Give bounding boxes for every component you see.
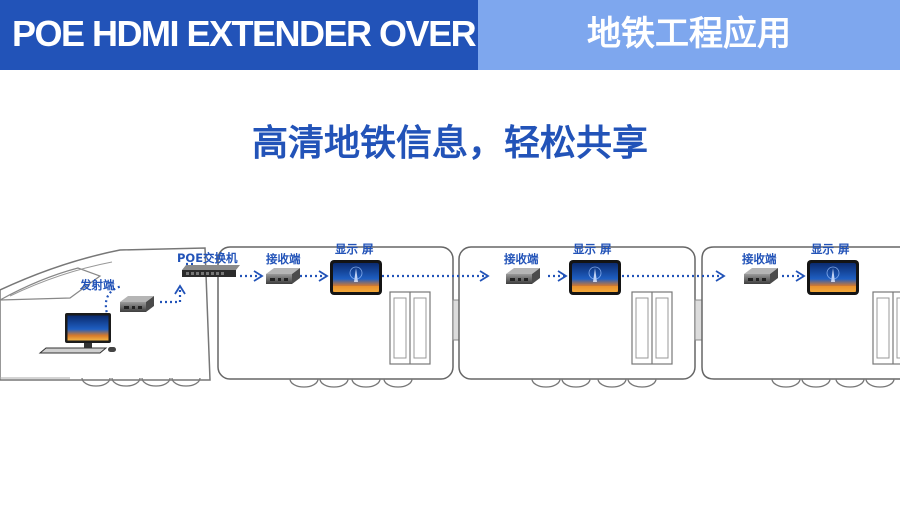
poe-switch-icon xyxy=(182,265,240,277)
signal-arrows xyxy=(174,270,806,295)
receiver-device-icon xyxy=(266,268,300,284)
display-screen-icon xyxy=(568,259,622,296)
receiver-label-3: 接收端 xyxy=(742,252,777,266)
display-screen-icon xyxy=(329,259,383,296)
receiver-device-icon xyxy=(744,268,778,284)
display-label-1: 显示 屏 xyxy=(335,242,374,256)
receiver-label-2: 接收端 xyxy=(504,252,539,266)
computer-monitor-icon xyxy=(65,313,111,349)
subtitle-banner: 地铁工程应用 xyxy=(478,0,900,70)
sender-device-icon xyxy=(120,296,154,312)
display-label-3: 显示 屏 xyxy=(811,242,850,256)
banner-title: POE HDMI EXTENDER OVER IP xyxy=(12,13,516,54)
poe-switch-label: POE交换机 xyxy=(177,251,238,265)
display-screen-icon xyxy=(806,259,860,296)
receiver-label-1: 接收端 xyxy=(266,252,301,266)
receiver-device-icon xyxy=(506,268,540,284)
banner-subtitle: 地铁工程应用 xyxy=(587,14,791,54)
sender-label: 发射端 xyxy=(79,278,115,292)
headline: 高清地铁信息，轻松共享 xyxy=(251,123,648,164)
title-banner: POE HDMI EXTENDER OVER IP xyxy=(0,0,516,70)
signal-path xyxy=(104,262,804,318)
train-car-3 xyxy=(701,246,900,388)
display-label-2: 显示 屏 xyxy=(573,242,612,256)
keyboard-icon xyxy=(38,347,116,354)
